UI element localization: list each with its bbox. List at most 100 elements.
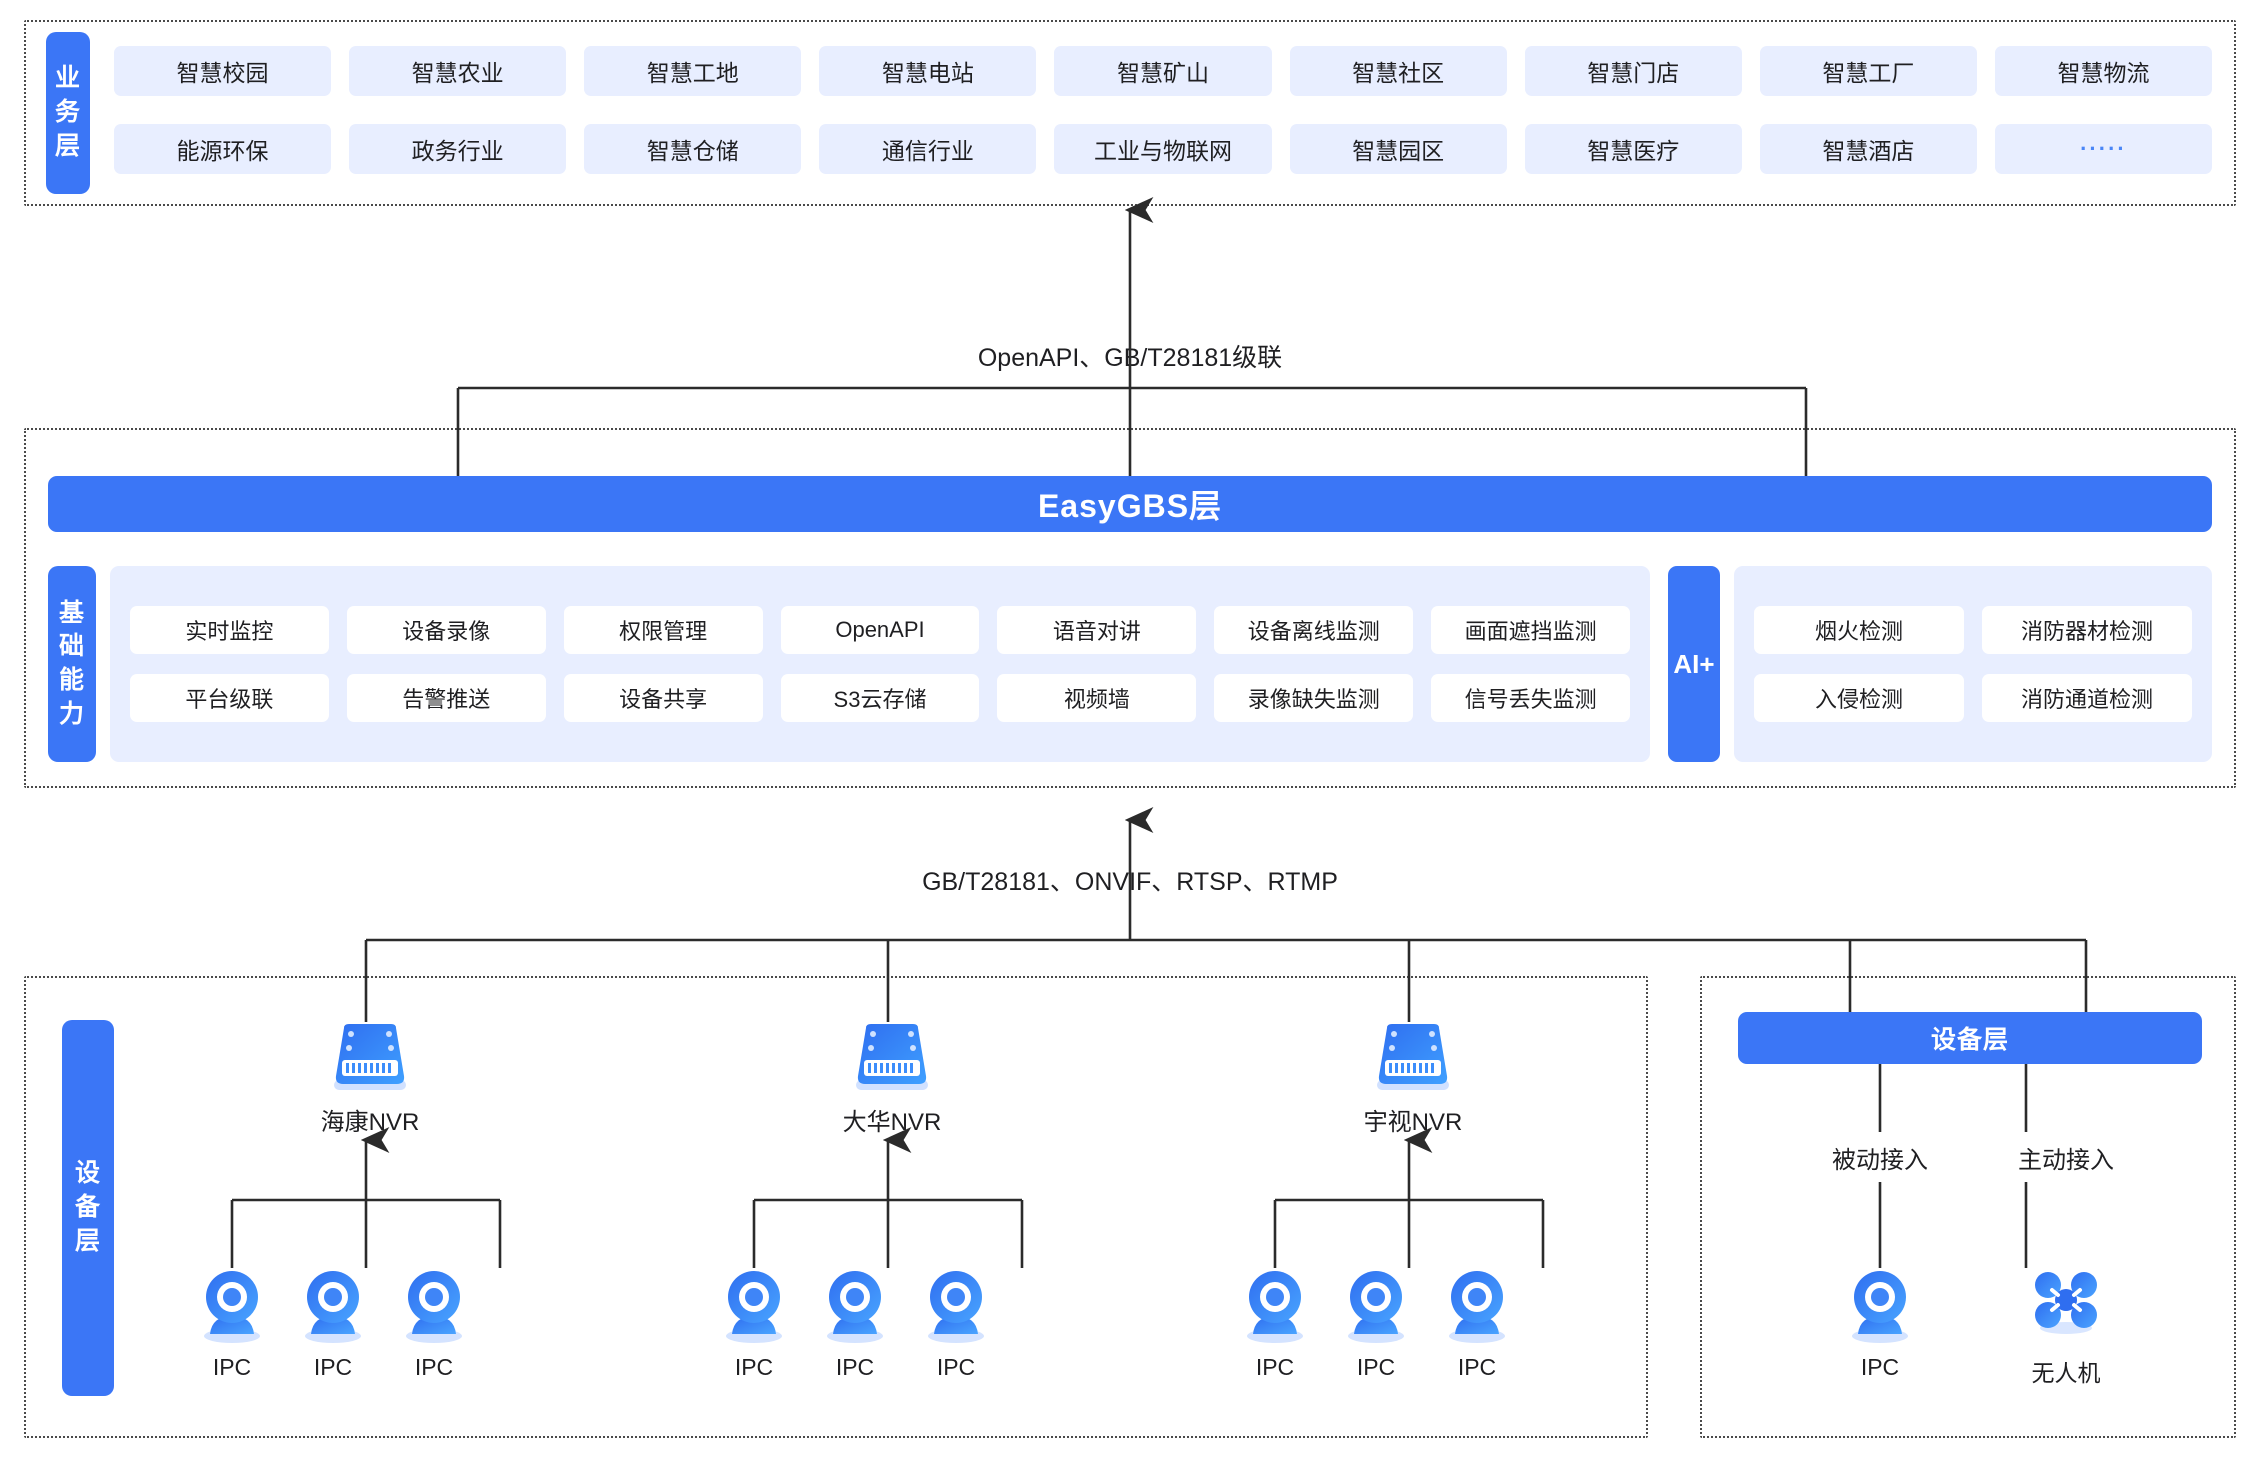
business-tag[interactable]: 智慧社区: [1289, 46, 1507, 96]
nvr-label: 大华NVR: [842, 1109, 942, 1136]
ai-capability-item[interactable]: 入侵检测: [1754, 674, 1964, 722]
business-tag-ellipsis[interactable]: ·····: [1994, 124, 2212, 174]
ipc-label: IPC: [1356, 1354, 1396, 1380]
passive-access-label: 被动接入: [1832, 1147, 1928, 1174]
ipc-label: IPC: [835, 1354, 875, 1380]
capability-item[interactable]: 设备录像: [346, 606, 546, 654]
business-tag[interactable]: 智慧工地: [584, 46, 802, 96]
ai-plus-badge: AI+: [1668, 566, 1720, 762]
business-tag[interactable]: 通信行业: [819, 124, 1037, 174]
nvr-icon: [1377, 1024, 1449, 1090]
business-tag[interactable]: 智慧仓储: [584, 124, 802, 174]
business-tag-grid: 智慧校园 智慧农业 智慧工地 智慧电站 智慧矿山 智慧社区 智慧门店 智慧工厂 …: [114, 46, 2212, 180]
business-tag[interactable]: 智慧物流: [1994, 46, 2212, 96]
capability-item[interactable]: 录像缺失监测: [1214, 674, 1414, 722]
ipc-camera-icon: [305, 1271, 361, 1343]
capability-item[interactable]: 画面遮挡监测: [1431, 606, 1630, 654]
capability-item[interactable]: 设备离线监测: [1214, 606, 1414, 654]
ipc-node[interactable]: IPC: [1195, 1268, 1355, 1381]
ai-capability-item[interactable]: 烟火检测: [1754, 606, 1964, 654]
side-label-char: 业: [54, 64, 81, 93]
capability-item[interactable]: 信号丢失监测: [1431, 674, 1630, 722]
ipc-label: IPC: [1860, 1354, 1900, 1380]
ipc-node[interactable]: IPC: [674, 1268, 834, 1381]
ipc-label: IPC: [414, 1354, 454, 1380]
capability-item[interactable]: 语音对讲: [997, 606, 1197, 654]
ipc-label: IPC: [313, 1354, 353, 1380]
ipc-node[interactable]: IPC: [876, 1268, 1036, 1381]
drone-label: 无人机: [2031, 1360, 2101, 1386]
capability-item[interactable]: 视频墙: [997, 674, 1197, 722]
capability-item[interactable]: 权限管理: [563, 606, 763, 654]
capability-item[interactable]: 告警推送: [346, 674, 546, 722]
business-tag[interactable]: 智慧农业: [349, 46, 567, 96]
side-label-char: 层: [54, 131, 81, 160]
ipc-node[interactable]: IPC: [1296, 1268, 1456, 1381]
business-tag[interactable]: 智慧门店: [1524, 46, 1742, 96]
ipc-camera-icon: [1247, 1271, 1303, 1343]
basic-capability-panel: 实时监控 设备录像 权限管理 OpenAPI 语音对讲 设备离线监测 画面遮挡监…: [110, 566, 1650, 762]
ipc-node[interactable]: IPC: [253, 1268, 413, 1381]
side-label-char: 力: [58, 699, 85, 728]
ipc-node[interactable]: IPC: [152, 1268, 312, 1381]
platform-capability-side-label: 基 础 能 力: [48, 566, 96, 762]
ipc-label: IPC: [734, 1354, 774, 1380]
device-layer-left-container: [24, 976, 1648, 1438]
nvr-node[interactable]: 海康NVR: [290, 1022, 450, 1137]
connector-bottom-label: GB/T28181、ONVIF、RTSP、RTMP: [922, 868, 1338, 896]
capability-item[interactable]: 平台级联: [130, 674, 329, 722]
nvr-label: 海康NVR: [320, 1109, 420, 1136]
ipc-label: IPC: [1457, 1354, 1497, 1380]
ai-capability-item[interactable]: 消防器材检测: [1982, 606, 2192, 654]
drone-icon: [2035, 1272, 2097, 1334]
business-tag[interactable]: 智慧矿山: [1054, 46, 1272, 96]
capability-item[interactable]: 设备共享: [563, 674, 763, 722]
side-label-char: 能: [58, 666, 85, 694]
business-tag[interactable]: 智慧酒店: [1759, 124, 1977, 174]
ipc-node-passive[interactable]: IPC: [1800, 1268, 1960, 1381]
side-label-char: 设: [74, 1159, 101, 1188]
business-tag[interactable]: 智慧电站: [819, 46, 1037, 96]
device-layer-side-label: 设 备 层: [62, 1020, 114, 1396]
ipc-label: IPC: [1255, 1354, 1295, 1380]
side-label-char: 基: [58, 598, 85, 627]
side-label-char: 备: [74, 1193, 101, 1222]
ipc-camera-icon: [928, 1271, 984, 1343]
ai-capability-panel: 烟火检测 消防器材检测 入侵检测 消防通道检测: [1734, 566, 2212, 762]
capability-item[interactable]: S3云存储: [780, 674, 980, 722]
connector-top-label: OpenAPI、GB/T28181级联: [977, 344, 1283, 372]
business-tag[interactable]: 智慧医疗: [1524, 124, 1742, 174]
nvr-icon: [856, 1024, 928, 1090]
side-label-char: 务: [54, 98, 81, 127]
side-label-char: 层: [74, 1226, 101, 1255]
device-layer-right-title: 设备层: [1738, 1012, 2202, 1064]
capability-item[interactable]: 实时监控: [130, 606, 329, 654]
business-layer-side-label: 业 务 层: [46, 32, 90, 194]
active-access-label: 主动接入: [2018, 1147, 2114, 1174]
ipc-camera-icon: [726, 1271, 782, 1343]
ipc-camera-icon: [204, 1271, 260, 1343]
nvr-icon: [334, 1024, 406, 1090]
business-tag[interactable]: 能源环保: [114, 124, 332, 174]
ipc-node[interactable]: IPC: [1397, 1268, 1557, 1381]
ipc-label: IPC: [212, 1354, 252, 1380]
ipc-camera-icon: [1348, 1271, 1404, 1343]
nvr-label: 宇视NVR: [1363, 1109, 1463, 1136]
business-tag[interactable]: 智慧工厂: [1759, 46, 1977, 96]
nvr-node[interactable]: 宇视NVR: [1333, 1022, 1493, 1137]
ipc-node[interactable]: IPC: [354, 1268, 514, 1381]
business-tag[interactable]: 智慧校园: [114, 46, 332, 96]
capability-item[interactable]: OpenAPI: [780, 606, 980, 654]
side-label-char: 础: [58, 632, 85, 661]
ipc-camera-icon: [1449, 1271, 1505, 1343]
business-tag[interactable]: 政务行业: [349, 124, 567, 174]
easygbs-title-bar: EasyGBS层: [48, 476, 2212, 532]
drone-node[interactable]: 无人机: [1986, 1268, 2146, 1388]
business-tag[interactable]: 工业与物联网: [1054, 124, 1272, 174]
nvr-node[interactable]: 大华NVR: [812, 1022, 972, 1137]
ipc-camera-icon: [1852, 1271, 1908, 1343]
ipc-node[interactable]: IPC: [775, 1268, 935, 1381]
business-tag[interactable]: 智慧园区: [1289, 124, 1507, 174]
ai-capability-item[interactable]: 消防通道检测: [1982, 674, 2192, 722]
